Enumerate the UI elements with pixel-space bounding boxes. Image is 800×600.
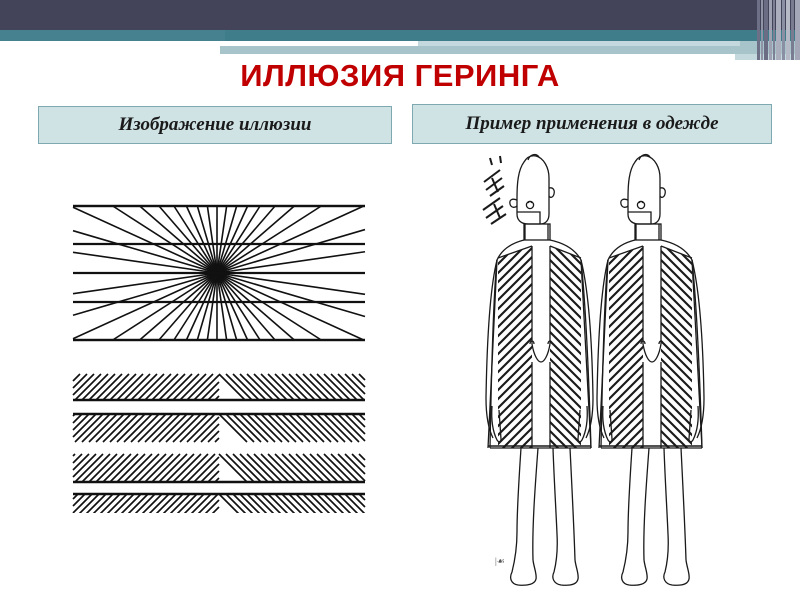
header-white-gap-1: [0, 41, 418, 46]
page-title: ИЛЛЮЗИЯ ГЕРИНГА: [240, 58, 560, 93]
clothing-example-image: [478, 148, 710, 596]
header-white-gap-3: [0, 54, 800, 60]
header-white-gap-2: [0, 46, 220, 54]
caption-box-illusion-image[interactable]: Изображение иллюзии: [38, 106, 392, 144]
header-pale-band-2: [220, 46, 740, 54]
header-stripe-5: [776, 0, 781, 60]
header-decoration: [0, 0, 800, 60]
scan-artifact-mark: |☙: [495, 556, 505, 566]
header-stripe-8: [791, 0, 794, 60]
header-stripe-9: [795, 0, 800, 60]
caption-box-clothing-example[interactable]: Пример применения в одежде: [412, 104, 772, 144]
figure-left: [482, 153, 594, 586]
caption-label-right: Пример применения в одежде: [465, 113, 719, 134]
horizontal-lines: [73, 204, 365, 342]
hering-illusion-svg: [72, 204, 366, 513]
header-dark-band: [0, 0, 800, 30]
dress-hatch-right-figure: [609, 246, 692, 448]
header-vertical-stripes: [755, 0, 800, 60]
hering-illusion-image: [65, 198, 390, 513]
header-teal-band-right: [225, 30, 800, 41]
figure-right: [596, 153, 705, 586]
header-stripe-6: [782, 0, 785, 60]
header-stripe-7: [786, 0, 790, 60]
header-stripe-4: [773, 0, 775, 60]
radial-fan-rays: [72, 205, 366, 341]
header-stripe-1: [761, 0, 763, 60]
chevron-hatched-bands: [72, 373, 366, 513]
header-stripe-0: [757, 0, 760, 60]
header-stripe-3: [769, 0, 772, 60]
fashion-figures-svg: [482, 153, 705, 586]
dress-hatch-left-figure: [498, 246, 581, 448]
header-stripe-2: [764, 0, 768, 60]
caption-label-left: Изображение иллюзии: [118, 114, 312, 135]
